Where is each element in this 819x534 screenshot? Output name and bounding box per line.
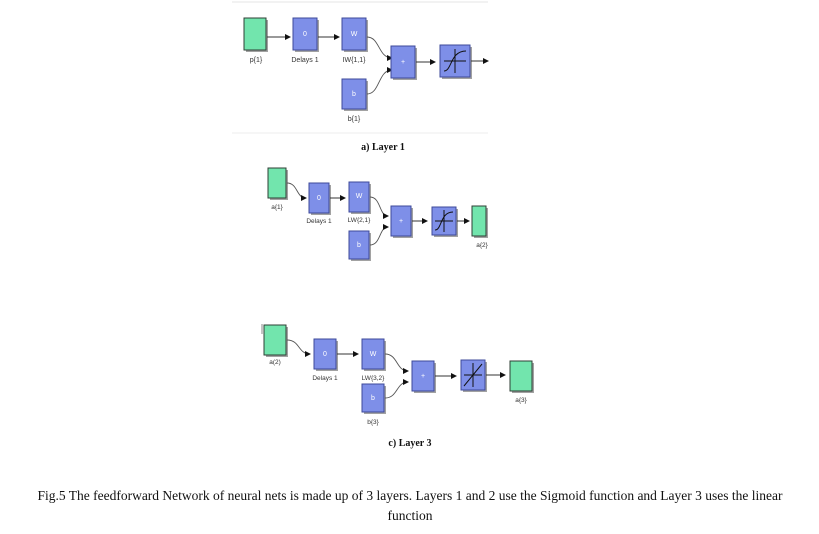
layer1-caption: a) Layer 1 [361,142,405,153]
layer2-weight-label: LW{2,1} [348,217,371,224]
layer1-weight-symbol: W [351,31,358,38]
layer3-weight-label: LW{3,2} [362,375,385,382]
layer1-delay-symbol: 0 [303,31,307,38]
layer2-weight-block [348,181,370,213]
layer2-wire-bias-sum [369,224,389,246]
layer2-bias-block [348,230,370,260]
layer3-wire-input-delay [286,339,311,357]
sigmoid-icon [434,211,454,231]
layer2-input-label: a{1} [271,204,283,211]
layer3-delay-symbol: 0 [323,351,327,358]
layer3-delay-label: Delays 1 [312,375,338,382]
layer2-bias-symbol: b [357,242,361,249]
layer1-input-block [243,17,267,51]
layer2-wire-input-delay [286,182,307,201]
layer1-bias-label: b{1} [348,116,361,123]
layer2-wire-weight-sum [369,196,389,219]
layer2-delay-symbol: 0 [317,195,321,202]
layer2-delay-label: Delays 1 [306,218,332,225]
linear-icon [463,363,483,387]
layer1-sum-symbol: + [401,59,405,66]
layer1-delay-label: Delays 1 [291,57,318,64]
figure-caption: Fig.5 The feedforward Network of neural … [37,488,783,523]
layer1-bias-symbol: b [352,91,356,98]
layer3-input-label: a(2) [269,359,281,366]
layer3-output-label: a{3} [515,397,527,404]
layer2-input-block [267,167,287,199]
layer3-delay-block [313,338,337,370]
layer3-output-block [509,360,533,392]
layer1-bias-block [341,78,367,110]
layer3-input-block [263,324,287,356]
sigmoid-icon [443,50,467,72]
layer3-diagram: a(2) 0 Delays 1 W LW{3,2} b b{3} + a{3} … [261,324,534,449]
layer1-weight-label: IW{1,1} [343,57,367,64]
layer3-sum-block [411,360,435,392]
layer2-diagram: a{1} 0 Delays 1 W LW{2,1} b + a{2} [267,167,489,261]
layer1-diagram: p{1} 0 Delays 1 W IW{1,1} b b{1} + a) La… [243,17,489,153]
layer2-sum-block [390,205,412,237]
layer3-sum-symbol: + [421,373,425,380]
layer1-sum-block [390,45,416,79]
layer3-bias-block [361,383,385,413]
layer2-sum-symbol: + [399,218,403,225]
layer1-delay-block [292,17,318,51]
layer3-wire-weight-sum [384,353,409,374]
layer2-weight-symbol: W [356,193,363,200]
layer3-bias-symbol: b [371,395,375,402]
layer2-delay-block [308,182,330,214]
layer1-input-label: p{1} [250,57,263,64]
layer2-output-block [471,205,487,237]
layer3-wire-bias-sum [384,379,409,399]
layer3-caption: c) Layer 3 [388,438,431,449]
layer3-weight-block [361,338,385,370]
layer2-output-label: a{2} [476,242,488,249]
layer1-wire-weight-sum [366,36,393,61]
layer1-weight-block [341,17,367,51]
layer3-bias-label: b{3} [367,419,379,426]
layer1-wire-bias-sum [366,67,393,95]
layer3-weight-symbol: W [370,351,377,358]
